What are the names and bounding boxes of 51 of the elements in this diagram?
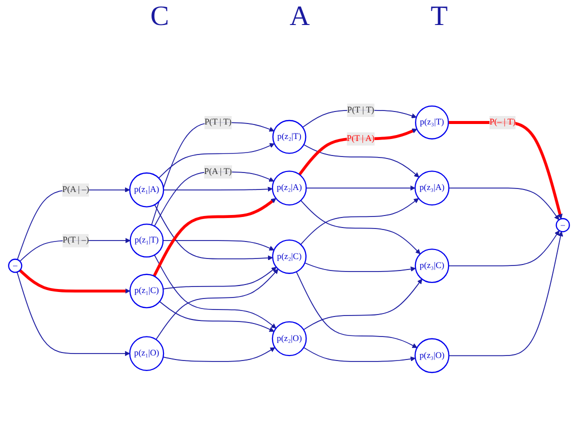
arrow bbox=[300, 198, 419, 245]
arrow bbox=[154, 254, 276, 328]
node-circle: p(z₁|A) bbox=[129, 172, 164, 208]
node-circle: p(z₃|A) bbox=[414, 170, 450, 206]
edge-label: P(– | T) bbox=[489, 118, 516, 127]
arrow bbox=[162, 347, 276, 362]
node-circle: p(z₁|T) bbox=[130, 224, 164, 258]
arrow bbox=[303, 278, 422, 330]
node-circle: p(z₂|C) bbox=[272, 239, 307, 274]
edge-label: P(A | T) bbox=[204, 166, 232, 176]
node-circle: p(z₁|O) bbox=[129, 336, 164, 371]
arrow bbox=[303, 144, 420, 178]
arrow bbox=[162, 240, 274, 251]
arrow bbox=[163, 186, 273, 192]
arrow bbox=[159, 300, 274, 332]
arrow bbox=[151, 122, 274, 226]
edge-label: P(T | –) bbox=[62, 236, 89, 245]
arrow bbox=[296, 271, 418, 348]
arrow bbox=[448, 188, 560, 220]
column-heading: A bbox=[290, 1, 310, 33]
node-circle: p(z₃|C) bbox=[414, 248, 450, 283]
arrow bbox=[156, 268, 278, 340]
arrow bbox=[154, 204, 273, 260]
node-circle: p(z₃|O) bbox=[414, 338, 450, 374]
edge-label: P(T | T) bbox=[347, 105, 374, 115]
node-circle: p(z₁|C) bbox=[129, 274, 164, 308]
arrow bbox=[298, 128, 418, 176]
arrow bbox=[158, 143, 275, 178]
arrow bbox=[152, 198, 276, 277]
edge-label: P(T | T) bbox=[204, 118, 232, 127]
column-heading: C bbox=[150, 1, 170, 33]
arrow bbox=[16, 187, 130, 260]
column-heading: T bbox=[430, 1, 448, 33]
node-circle: p(z₂|A) bbox=[272, 170, 307, 206]
arrow bbox=[304, 262, 416, 272]
node-circle: p(z₂|T) bbox=[272, 120, 306, 154]
arrow bbox=[16, 272, 130, 356]
arrow bbox=[154, 171, 274, 226]
node-circle: p(z₂|O) bbox=[272, 321, 307, 356]
edge-label: P(T | A) bbox=[346, 134, 374, 144]
node-circle: – bbox=[8, 258, 22, 273]
arrow bbox=[303, 346, 416, 362]
arrow bbox=[18, 269, 130, 294]
node-circle: p(z₃|T) bbox=[415, 105, 449, 140]
arrow bbox=[448, 231, 564, 356]
arrow bbox=[448, 230, 560, 266]
edge-label: P(A | –) bbox=[62, 185, 90, 194]
node-circle: – bbox=[556, 218, 570, 232]
arrow bbox=[162, 266, 277, 290]
arrow bbox=[306, 185, 416, 191]
arrow bbox=[300, 200, 420, 254]
